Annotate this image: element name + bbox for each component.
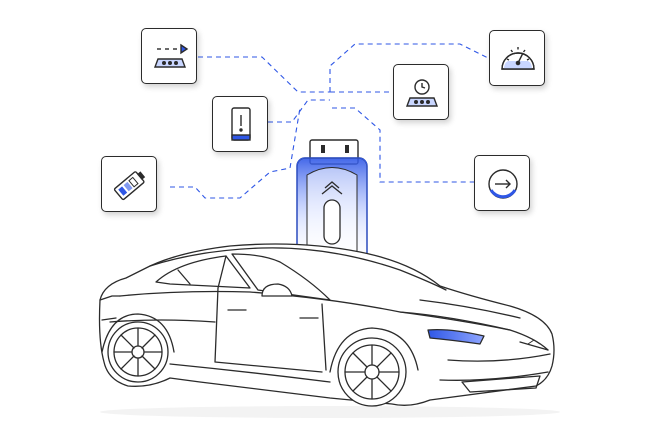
car-wheel-front bbox=[329, 327, 419, 407]
direction-arrow-icon bbox=[488, 169, 518, 199]
clock-schedule-icon bbox=[405, 79, 439, 107]
remote-start-icon bbox=[153, 43, 189, 68]
car-shadow bbox=[100, 406, 560, 418]
clock-schedule-card bbox=[393, 64, 449, 120]
speedometer-card bbox=[489, 30, 545, 86]
speedometer-icon bbox=[501, 47, 535, 70]
phone-alert-card bbox=[212, 96, 268, 152]
battery-card bbox=[101, 156, 157, 212]
car-window-front bbox=[231, 253, 331, 301]
car-headlight bbox=[427, 328, 485, 345]
connector-line bbox=[198, 56, 330, 93]
battery-icon bbox=[113, 171, 146, 201]
connector-line bbox=[170, 107, 301, 199]
direction-arrow-card bbox=[474, 155, 530, 211]
remote-start-card bbox=[141, 28, 197, 84]
car-front-grille bbox=[461, 375, 541, 393]
connector-line bbox=[329, 43, 489, 92]
connector-line bbox=[332, 107, 474, 183]
logo-chevrons-icon bbox=[321, 181, 343, 195]
connector-lines bbox=[170, 43, 489, 199]
car-wheel-rear bbox=[101, 313, 175, 383]
car bbox=[98, 243, 555, 407]
car-window-rear bbox=[155, 255, 251, 289]
phone-alert-icon bbox=[231, 107, 251, 141]
